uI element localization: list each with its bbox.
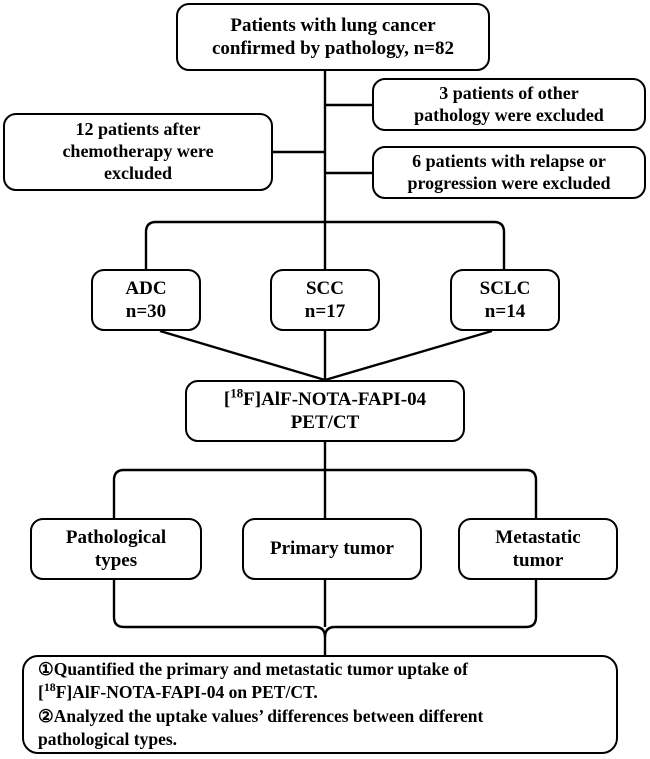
conclusion-tracer-mass-number: 18: [43, 680, 56, 695]
node-conclusion: ①Quantified the primary and metastatic t…: [22, 655, 618, 754]
node-conclusion-label: ①Quantified the primary and metastatic t…: [38, 658, 484, 749]
edge-merge-right-to-conclusion: [323, 580, 538, 638]
conclusion-marker-two: ②: [38, 705, 54, 726]
edge-split-to-analysis: [112, 468, 538, 518]
edge-adc-to-petct: [159, 329, 326, 382]
conclusion-marker-one: ①: [38, 658, 54, 679]
node-analysis-primary-tumor-label: Primary tumor: [270, 538, 394, 560]
tracer-mass-number: 18: [230, 385, 244, 401]
edge-sclc-to-petct: [324, 329, 493, 382]
edge-merge-to-conclusion: [112, 580, 327, 655]
node-analysis-primary-tumor: Primary tumor: [242, 518, 422, 580]
edge-split-to-subtypes: [144, 220, 506, 269]
